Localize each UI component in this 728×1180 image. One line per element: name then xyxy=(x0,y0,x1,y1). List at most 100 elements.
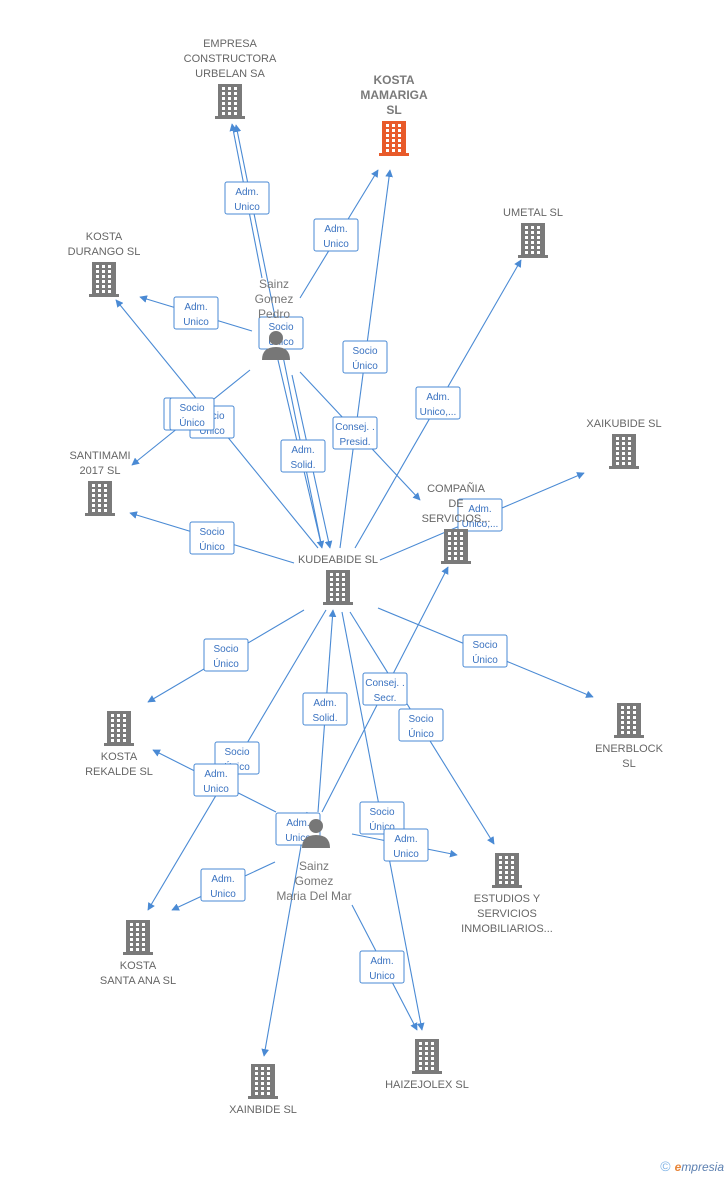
company-name-text: XAIKUBIDE SL xyxy=(586,418,661,430)
edge-label-text: Socio xyxy=(408,714,433,725)
building-icon xyxy=(123,920,153,955)
company-node-estudios[interactable]: ESTUDIOS YSERVICIOSINMOBILIARIOS... xyxy=(461,853,553,935)
company-name-text: UMETAL SL xyxy=(503,207,563,219)
edge-label-mar-to-rekalde[interactable]: Adm.Unico xyxy=(193,763,239,797)
edge-label-text: Socio xyxy=(199,527,224,538)
edge-label-mar-to-kudeabide[interactable]: Adm. Solid. xyxy=(302,692,348,726)
edge-label-kudeabide-to-xaikubide[interactable]: Adm.Unico,... xyxy=(457,498,503,532)
company-node-kudeabide[interactable]: KUDEABIDE SL xyxy=(298,554,378,605)
edge-label-text: Adm. xyxy=(291,445,314,456)
building-icon xyxy=(492,853,522,888)
company-name-text: KOSTA xyxy=(120,960,157,972)
edge-label-text: Unico xyxy=(285,833,311,844)
edge-label-pedro-to-compania[interactable]: Consej. . Presid. xyxy=(332,416,378,450)
company-name-text: 2017 SL xyxy=(80,465,121,477)
company-node-xaikubide[interactable]: XAIKUBIDE SL xyxy=(586,418,662,469)
edge-label-text: Único xyxy=(179,416,205,429)
company-name-text: CONSTRUCTORA xyxy=(184,53,277,65)
building-icon xyxy=(85,481,115,516)
edge-mar-to-xainbide xyxy=(261,811,308,1057)
edge-label-text: Único xyxy=(199,540,225,553)
edge-label-text: Presid. xyxy=(339,437,370,448)
edge-label-text: Adm. xyxy=(313,698,336,709)
edge-label-text: Adm. xyxy=(468,504,491,515)
person-name-text: Pedro xyxy=(258,307,290,321)
edge-label-pedro-to-urbelan[interactable]: Adm. Unico xyxy=(224,181,270,215)
company-name-text: DE xyxy=(448,498,463,510)
company-name-text: SL xyxy=(386,103,401,117)
edge-label-pedro-to-kudeabide[interactable]: Adm.Solid. xyxy=(280,439,326,473)
company-name-text: SERVICIOS... xyxy=(422,513,491,525)
company-node-rekalde[interactable]: KOSTA REKALDE SL xyxy=(85,711,153,778)
edge-label-text: Socio xyxy=(213,644,238,655)
edge-label-mar-to-haizejolex[interactable]: Adm.Unico xyxy=(359,950,405,984)
edge-label-pedro-to-mamariga[interactable]: Adm.Unico xyxy=(313,218,359,252)
edge-label-mar-to-estudios[interactable]: Adm. Unico xyxy=(383,828,429,862)
building-icon xyxy=(441,529,471,564)
edge-label-text: Unico xyxy=(234,202,260,213)
company-name-text: ESTUDIOS Y xyxy=(474,893,541,905)
edge-label-text: Único xyxy=(408,727,434,740)
edge-label-text: Adm. xyxy=(286,818,309,829)
company-name-text: EMPRESA xyxy=(203,38,257,50)
edge-label-text: Consej. . xyxy=(335,422,374,433)
edge-label-text: Único xyxy=(352,359,378,372)
edge-label-text: Consej. . xyxy=(365,678,404,689)
company-node-compania[interactable]: COMPAÑIA DE SERVICIOS... xyxy=(422,482,491,564)
company-node-haizejolex[interactable]: HAIZEJOLEX SL xyxy=(385,1039,469,1091)
company-node-santimami[interactable]: SANTIMAMI 2017 SL xyxy=(69,450,131,516)
edge-label-text: Socio xyxy=(224,747,249,758)
edge-label-text: Único xyxy=(213,657,239,670)
person-icon xyxy=(262,331,290,360)
company-node-santaana[interactable]: KOSTA SANTA ANA SL xyxy=(100,920,176,987)
company-name-text: KOSTA xyxy=(101,751,138,763)
company-node-umetal[interactable]: UMETAL SL xyxy=(503,207,563,258)
copyright-symbol: © xyxy=(660,1158,671,1174)
edge-label-mar-to-santaana[interactable]: Adm.Unico xyxy=(200,868,246,902)
company-name-text: SL xyxy=(622,758,635,770)
company-name-text: SANTA ANA SL xyxy=(100,975,176,987)
company-name-text: COMPAÑIA xyxy=(427,482,486,495)
edge-label-text: Adm. xyxy=(394,834,417,845)
edge-label-text: Socio xyxy=(352,346,377,357)
footer-brand: ©empresia xyxy=(660,1158,724,1174)
edge-label-text: Único xyxy=(472,653,498,666)
person-name-text: Sainz xyxy=(259,277,289,291)
company-name-text: MAMARIGA xyxy=(360,88,428,102)
company-name-text: REKALDE SL xyxy=(85,766,153,778)
edge-label-kudeabide-to-umetal[interactable]: Adm.Unico,... xyxy=(415,386,461,420)
edge-label-pedro-to-durango[interactable]: Adm.Unico xyxy=(173,296,219,330)
edge-label-text: Unico xyxy=(183,317,209,328)
edge-label-text: Unico xyxy=(393,849,419,860)
edge-label-text: Adm. xyxy=(235,187,258,198)
edge-label-text: Socio xyxy=(472,640,497,651)
company-name-text: SERVICIOS xyxy=(477,908,537,920)
building-icon xyxy=(89,262,119,297)
company-node-xainbide[interactable]: XAINBIDE SL xyxy=(229,1064,297,1116)
building-icon xyxy=(614,703,644,738)
company-name-text: KOSTA xyxy=(86,231,123,243)
edge-label-text: Socio xyxy=(179,403,204,414)
building-icon xyxy=(248,1064,278,1099)
company-name-text: SANTIMAMI xyxy=(69,450,130,462)
edge-label-mar-to-compania[interactable]: Consej. .Secr. xyxy=(362,672,408,706)
edge-label-text: Adm. xyxy=(426,392,449,403)
edge-label-text: Solid. xyxy=(312,713,337,724)
company-name-text: XAINBIDE SL xyxy=(229,1104,297,1116)
edge-label-text: Adm. xyxy=(204,769,227,780)
building-icon xyxy=(609,434,639,469)
